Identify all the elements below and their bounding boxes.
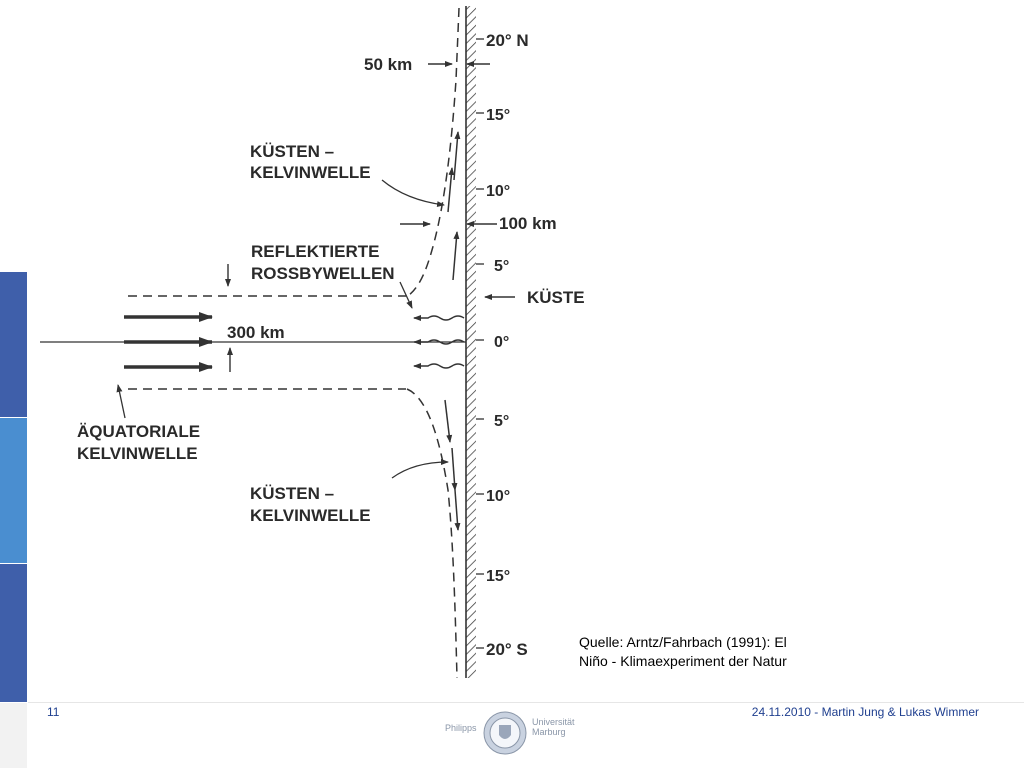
coastal-wave-boundary bbox=[406, 7, 460, 679]
lat-label-15s: 15° bbox=[486, 568, 510, 585]
university-seal-icon bbox=[483, 711, 527, 755]
label-300km: 300 km bbox=[227, 323, 285, 342]
footer-divider bbox=[28, 702, 1024, 703]
label-coastal-kelvin-south-1: KÜSTEN – bbox=[250, 484, 334, 503]
university-logo: Philipps Universität Marburg bbox=[445, 710, 577, 760]
lat-label-5s: 5° bbox=[494, 413, 509, 430]
latitude-ticks bbox=[476, 38, 484, 649]
kelvin-wave-diagram: 20° N 15° 10° 5° 0° 5° 10° 15° 20° S bbox=[40, 6, 585, 679]
sidebar-block-4 bbox=[0, 703, 27, 768]
source-citation: Quelle: Arntz/Fahrbach (1991): El Niño -… bbox=[579, 633, 859, 671]
label-coastal-kelvin-south-2: KELVINWELLE bbox=[250, 506, 371, 525]
equatorial-kelvin-arrows bbox=[124, 312, 213, 372]
reflected-wave-arrows bbox=[413, 315, 465, 369]
source-line-1: Quelle: Arntz/Fahrbach (1991): El bbox=[579, 634, 787, 650]
label-coastal-kelvin-north-1: KÜSTEN – bbox=[250, 142, 334, 161]
coast-wall bbox=[465, 6, 476, 678]
footer-text: 24.11.2010 - Martin Jung & Lukas Wimmer bbox=[751, 705, 979, 719]
lat-label-5n: 5° bbox=[494, 258, 509, 275]
leader-lines bbox=[116, 179, 449, 479]
label-equatorial-kelvin-1: ÄQUATORIALE bbox=[77, 422, 200, 441]
label-equatorial-kelvin-2: KELVINWELLE bbox=[77, 444, 198, 463]
lat-label-20s: 20° S bbox=[486, 640, 528, 659]
lat-label-15n: 15° bbox=[486, 107, 510, 124]
label-rossby-1: REFLEKTIERTE bbox=[251, 242, 379, 261]
logo-text-philipps: Philipps bbox=[445, 723, 477, 733]
lat-label-10s: 10° bbox=[486, 488, 510, 505]
sidebar-block-2 bbox=[0, 418, 27, 563]
width-indicator-arrows bbox=[225, 61, 515, 372]
lat-label-20n: 20° N bbox=[486, 31, 529, 50]
lat-label-equator: 0° bbox=[494, 334, 509, 351]
coastal-kelvin-arrows-north bbox=[447, 131, 461, 281]
logo-text-line-2: Marburg bbox=[532, 727, 566, 737]
source-line-2: Niño - Klimaexperiment der Natur bbox=[579, 653, 787, 669]
logo-text-line-1: Universität bbox=[532, 717, 575, 727]
label-100km: 100 km bbox=[499, 214, 557, 233]
sidebar-block-1 bbox=[0, 272, 27, 417]
page-number: 11 bbox=[47, 705, 60, 719]
equatorial-boundary bbox=[128, 295, 406, 390]
label-rossby-2: ROSSBYWELLEN bbox=[251, 264, 395, 283]
sidebar-block-3 bbox=[0, 564, 27, 702]
label-50km: 50 km bbox=[364, 55, 412, 74]
lat-label-10n: 10° bbox=[486, 183, 510, 200]
label-coastal-kelvin-north-2: KELVINWELLE bbox=[250, 163, 371, 182]
label-coast: KÜSTE bbox=[527, 288, 585, 307]
logo-text-university: Universität Marburg bbox=[532, 717, 575, 737]
coastal-kelvin-arrows-south bbox=[444, 399, 461, 531]
